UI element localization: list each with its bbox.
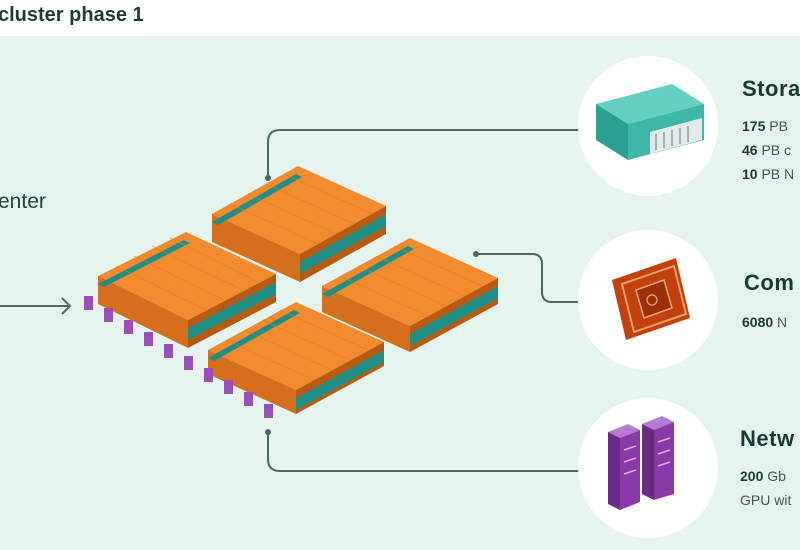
- storage-connector-dot: [265, 175, 271, 181]
- network-connector: [267, 434, 585, 472]
- network-line-2: GPU wit: [740, 492, 792, 508]
- header: cluster phase 1: [0, 0, 800, 36]
- server-block-top: [212, 166, 386, 282]
- compute-line-1: 6080 N: [742, 314, 788, 330]
- network-connector-dot: [265, 429, 271, 435]
- network-line-1: 200 Gb: [740, 468, 786, 484]
- datacenter-label: enter: [0, 190, 46, 213]
- compute-connector: [478, 253, 585, 303]
- compute-title: Com: [744, 270, 795, 295]
- server-block-bottom: [208, 302, 384, 414]
- compute-connector-dot: [473, 251, 479, 257]
- server-block-right: [322, 238, 498, 352]
- server-grid-lines: [115, 173, 483, 381]
- page-title: cluster phase 1: [0, 4, 144, 26]
- storage-connector: [267, 129, 585, 176]
- storage-line-1: 175 PB: [742, 118, 788, 134]
- storage-line-2: 46 PB c: [742, 142, 792, 158]
- gpu-chip-icon: [612, 258, 690, 340]
- storage-server-icon: [596, 84, 704, 160]
- network-switch-icon: [608, 416, 674, 510]
- input-arrow-head: [61, 297, 72, 315]
- server-block-left: [98, 232, 276, 348]
- purple-edge-racks: [84, 296, 273, 418]
- storage-title: Stora: [742, 76, 800, 101]
- connectors: [0, 129, 585, 472]
- network-title: Netw: [740, 426, 795, 451]
- storage-line-3: 10 PB N: [742, 166, 795, 182]
